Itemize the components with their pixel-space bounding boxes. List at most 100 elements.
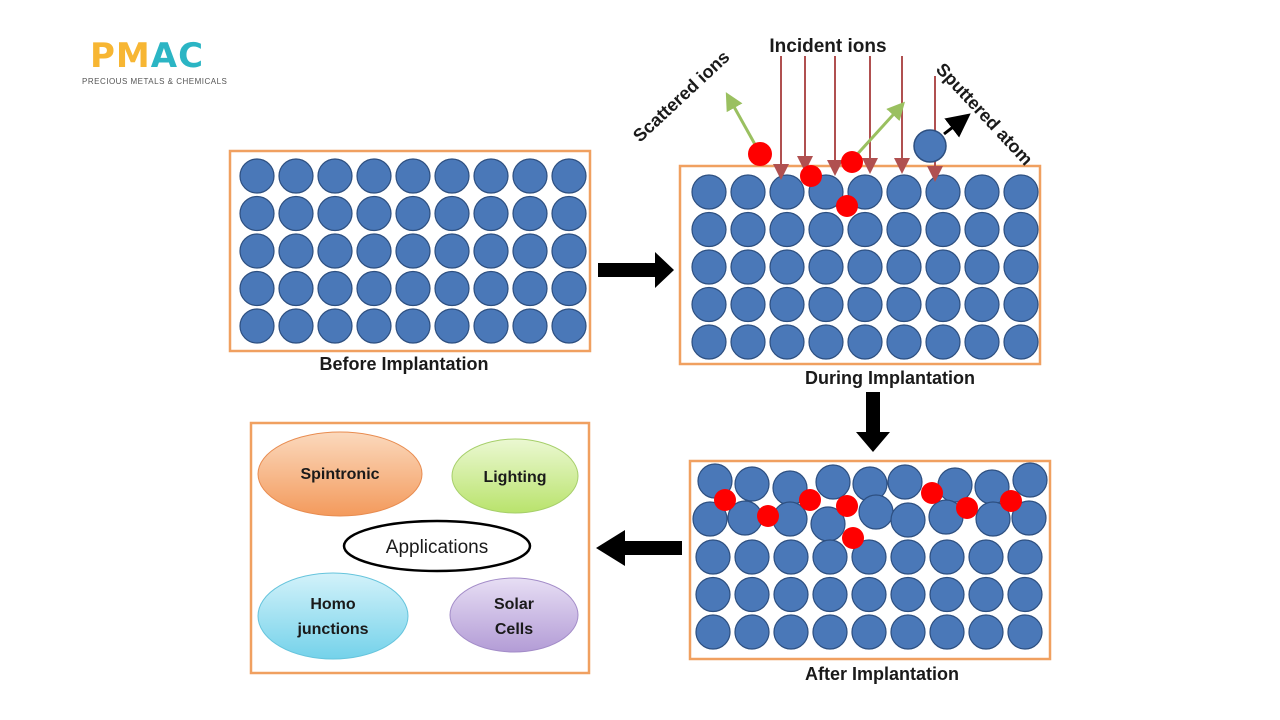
- atom: [734, 614, 770, 650]
- pmac-logo: PMAC PRECIOUS METALS & CHEMICALS: [82, 32, 232, 90]
- implanted-ion: [921, 482, 943, 504]
- atom: [434, 308, 470, 344]
- atom: [1003, 286, 1039, 323]
- atom: [808, 324, 844, 360]
- implanted-ion: [799, 489, 821, 511]
- logo-tagline: PRECIOUS METALS & CHEMICALS: [82, 77, 228, 86]
- scattered-arrow: [725, 92, 759, 149]
- incident-ions-label: Incident ions: [769, 36, 886, 57]
- atom: [1003, 174, 1039, 210]
- scattered-ion-arrows: [725, 92, 906, 162]
- scattered-arrow: [850, 101, 906, 162]
- scattered-ions-label: Scattered ions: [629, 47, 733, 146]
- atom: [886, 174, 922, 210]
- atom: [239, 308, 275, 344]
- atom: [278, 308, 314, 344]
- atom: [551, 308, 587, 344]
- atom: [278, 158, 314, 194]
- atom: [1007, 614, 1043, 650]
- ion: [748, 142, 772, 166]
- atom: [769, 211, 805, 248]
- atom: [925, 286, 961, 323]
- app-solar-cells-line2: Cells: [495, 621, 533, 638]
- atom: [434, 270, 470, 307]
- atom: [847, 211, 883, 248]
- atom: [434, 195, 470, 232]
- atom: [964, 324, 1000, 360]
- atom: [356, 158, 392, 194]
- atom: [1011, 500, 1047, 536]
- atom: [395, 270, 431, 307]
- atom: [925, 249, 961, 285]
- atom: [929, 576, 965, 613]
- atom: [473, 270, 509, 307]
- atom: [695, 614, 731, 650]
- atom: [773, 614, 809, 650]
- during-implantation-label: During Implantation: [805, 368, 975, 388]
- atom: [395, 233, 431, 269]
- ion: [836, 195, 858, 217]
- atom: [691, 249, 727, 285]
- atom: [968, 576, 1004, 613]
- atom: [551, 158, 587, 194]
- ion: [841, 151, 863, 173]
- before-lattice: [239, 158, 587, 344]
- atom: [886, 211, 922, 248]
- atom: [929, 614, 965, 650]
- sputtered-atom: [913, 129, 947, 163]
- app-solar-cells-ellipse: [449, 577, 579, 653]
- implanted-ion: [836, 495, 858, 517]
- before-implantation-label: Before Implantation: [319, 354, 488, 374]
- logo-letter-a: A: [150, 36, 179, 76]
- atom: [937, 467, 973, 503]
- applications-center-ellipse: [342, 519, 532, 573]
- atom: [964, 286, 1000, 323]
- atom: [512, 233, 548, 269]
- atom: [730, 286, 766, 323]
- after-implantation-label: After Implantation: [805, 664, 959, 684]
- implanted-ion: [1000, 490, 1022, 512]
- app-lighting-label: Lighting: [483, 469, 546, 486]
- atom: [512, 158, 548, 194]
- app-homojunctions-line1: Homo: [310, 596, 356, 613]
- sputtered-arrow: [943, 113, 971, 138]
- app-homojunctions: Homo junctions: [257, 572, 409, 660]
- atom: [968, 614, 1004, 650]
- app-homojunctions-line2: junctions: [296, 621, 368, 638]
- atom: [975, 501, 1011, 537]
- atom: [695, 539, 731, 575]
- atom: [730, 174, 766, 210]
- atom: [512, 195, 548, 232]
- atom: [691, 211, 727, 248]
- atom: [734, 576, 770, 613]
- arrow-during-to-after: [856, 392, 890, 452]
- atom: [847, 249, 883, 285]
- atom: [887, 464, 923, 500]
- atom: [769, 174, 805, 210]
- implanted-ion: [757, 505, 779, 527]
- atom: [317, 158, 353, 194]
- atom: [812, 614, 848, 650]
- implanted-ion: [714, 489, 736, 511]
- logo-letters: PMAC: [90, 38, 204, 74]
- atom: [317, 308, 353, 344]
- atom: [278, 195, 314, 232]
- atom: [356, 195, 392, 232]
- arrow-before-to-during: [598, 252, 674, 288]
- atom: [773, 539, 809, 575]
- atom: [730, 249, 766, 285]
- atom: [964, 211, 1000, 248]
- app-center: Applications: [342, 519, 532, 573]
- during-lattice: [691, 174, 1039, 360]
- atom: [691, 324, 727, 360]
- atom: [769, 324, 805, 360]
- atom: [847, 286, 883, 323]
- atom: [1007, 576, 1043, 613]
- atom: [239, 233, 275, 269]
- app-spintronic: Spintronic: [257, 431, 423, 517]
- atom: [278, 233, 314, 269]
- atom: [734, 539, 770, 575]
- atom: [356, 270, 392, 307]
- atom: [964, 249, 1000, 285]
- app-solar-cells-line1: Solar: [494, 596, 534, 613]
